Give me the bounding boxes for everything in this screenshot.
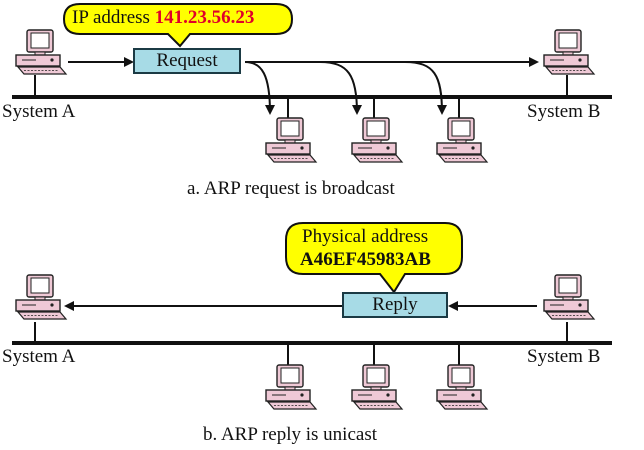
reply-label: Reply xyxy=(372,294,418,315)
computer-icon xyxy=(351,364,403,410)
request-box: Request xyxy=(133,48,241,74)
system-b-label: System B xyxy=(527,346,601,367)
system-a-label: System A xyxy=(2,101,76,122)
computer-icon xyxy=(436,364,488,410)
computer-icon xyxy=(265,117,317,163)
computer-icon xyxy=(265,364,317,410)
computer-icon xyxy=(543,274,595,320)
callout-b-label: Physical address xyxy=(302,226,429,247)
callout-a-label: IP address xyxy=(72,7,150,28)
request-label: Request xyxy=(156,50,218,71)
callout-a-text: IP address 141.23.56.23 xyxy=(72,7,254,29)
caption-a: a. ARP request is broadcast xyxy=(187,178,395,199)
callout-b-value: A46EF45983AB xyxy=(300,249,431,270)
system-b-label: System B xyxy=(527,101,601,122)
arrow-icon xyxy=(319,61,362,115)
caption-b: b. ARP reply is unicast xyxy=(203,424,377,445)
computer-icon xyxy=(351,117,403,163)
callout-b-value-wrap: A46EF45983AB xyxy=(300,249,431,271)
computer-icon xyxy=(436,117,488,163)
callout-b-bubble xyxy=(285,222,463,294)
reply-box: Reply xyxy=(342,292,448,318)
arrow-icon xyxy=(244,61,275,115)
computer-icon xyxy=(543,29,595,75)
system-a-label: System A xyxy=(2,346,76,367)
computer-icon xyxy=(15,274,67,320)
callout-a-bubble xyxy=(62,3,294,48)
arrow-icon xyxy=(404,61,447,115)
callout-a-value: 141.23.56.23 xyxy=(154,7,255,28)
computer-icon xyxy=(15,29,67,75)
